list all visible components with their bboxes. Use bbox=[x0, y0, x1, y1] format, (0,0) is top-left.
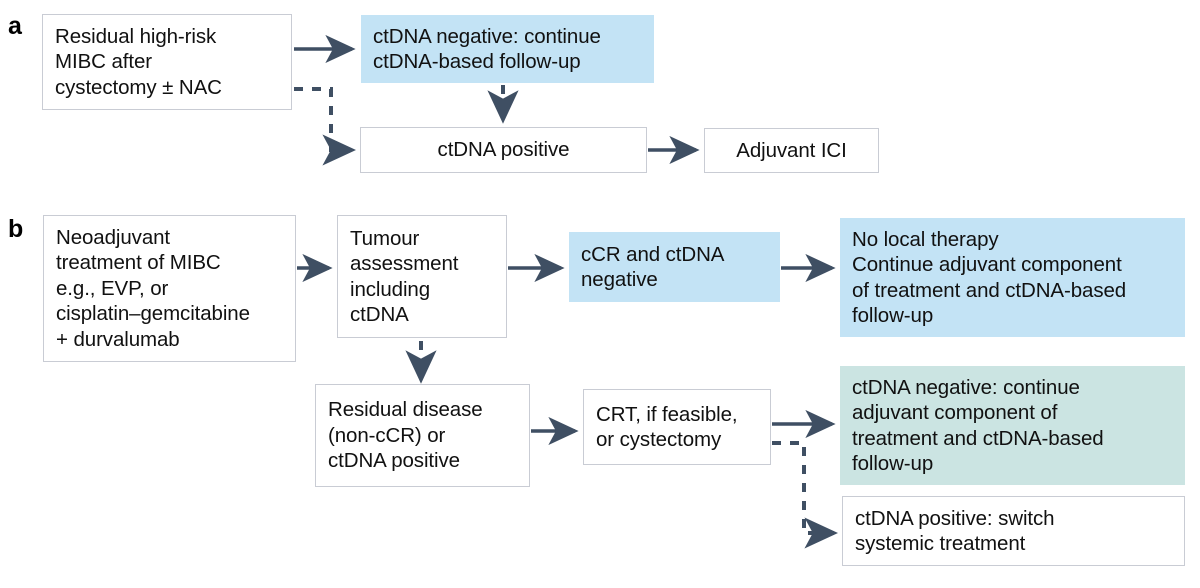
node-crt-if-feasible-or-cystectomy[interactable]: CRT, if feasible, or cystectomy bbox=[583, 389, 771, 465]
node-neoadjuvant-treatment-mibc[interactable]: Neoadjuvant treatment of MIBC e.g., EVP,… bbox=[43, 215, 296, 362]
node-adjuvant-ici[interactable]: Adjuvant ICI bbox=[704, 128, 879, 173]
node-residual-disease-or-ctdna-positive[interactable]: Residual disease (non-cCR) or ctDNA posi… bbox=[315, 384, 530, 487]
node-text: ctDNA positive bbox=[437, 138, 570, 162]
edge-a1-to-a3 bbox=[294, 87, 356, 166]
node-residual-high-risk-mibc[interactable]: Residual high-risk MIBC after cystectomy… bbox=[42, 14, 292, 110]
node-text: Residual high-risk MIBC after cystectomy… bbox=[55, 24, 222, 99]
node-ccr-and-ctdna-negative[interactable]: cCR and ctDNA negative bbox=[569, 232, 780, 302]
node-text: ctDNA negative: continue ctDNA-based fol… bbox=[373, 24, 601, 74]
node-ctdna-negative-continue-adjuvant[interactable]: ctDNA negative: continue adjuvant compon… bbox=[840, 366, 1185, 485]
node-tumour-assessment-including-ctdna[interactable]: Tumour assessment including ctDNA bbox=[337, 215, 507, 338]
edge-b6-to-b8 bbox=[772, 441, 838, 549]
node-text: Tumour assessment including ctDNA bbox=[350, 226, 459, 327]
node-text: CRT, if feasible, or cystectomy bbox=[596, 402, 738, 452]
node-text: Adjuvant ICI bbox=[736, 138, 847, 162]
node-text: ctDNA negative: continue adjuvant compon… bbox=[852, 375, 1104, 476]
node-ctdna-positive[interactable]: ctDNA positive bbox=[360, 127, 647, 173]
node-text: ctDNA positive: switch systemic treatmen… bbox=[855, 506, 1055, 556]
node-ctdna-negative-continue-followup[interactable]: ctDNA negative: continue ctDNA-based fol… bbox=[361, 15, 654, 83]
node-text: Neoadjuvant treatment of MIBC e.g., EVP,… bbox=[56, 225, 250, 351]
node-ctdna-positive-switch-systemic[interactable]: ctDNA positive: switch systemic treatmen… bbox=[842, 496, 1185, 566]
panel-label-a: a bbox=[8, 12, 22, 40]
node-text: cCR and ctDNA negative bbox=[581, 242, 725, 292]
node-text: No local therapy Continue adjuvant compo… bbox=[852, 227, 1127, 328]
node-text: Residual disease (non-cCR) or ctDNA posi… bbox=[328, 398, 483, 473]
panel-label-b: b bbox=[8, 215, 24, 243]
node-no-local-therapy-continue-adjuvant[interactable]: No local therapy Continue adjuvant compo… bbox=[840, 218, 1185, 337]
